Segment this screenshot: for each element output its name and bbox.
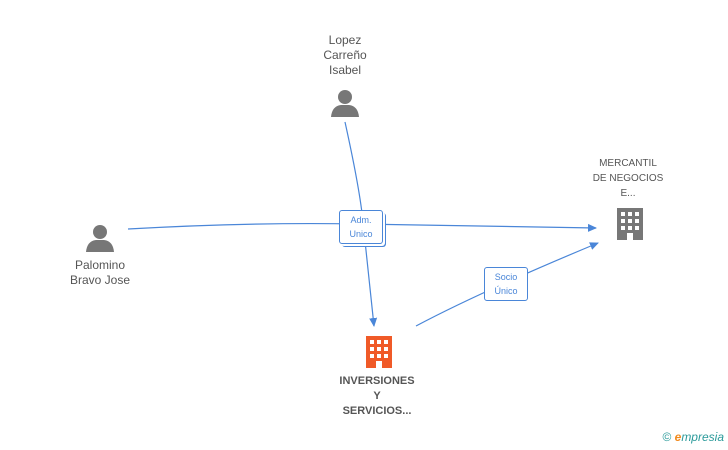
edge-label-socio-unico[interactable]: Socio Único: [484, 267, 528, 301]
building-icon[interactable]: [363, 335, 395, 374]
node-label-inversiones[interactable]: INVERSIONES Y SERVICIOS...: [339, 375, 415, 417]
building-icon[interactable]: [614, 207, 646, 246]
person-icon[interactable]: [330, 88, 360, 123]
brand-footer: © empresia: [662, 430, 724, 444]
node-label-lopez[interactable]: Lopez Carreño Isabel: [323, 33, 367, 77]
node-label-mercantil[interactable]: MERCANTIL DE NEGOCIOS E...: [592, 158, 664, 199]
brand-logo-initial: e: [674, 430, 682, 444]
person-icon[interactable]: [85, 223, 115, 258]
brand-logo-text: mpresia: [681, 430, 724, 444]
copyright-symbol: ©: [662, 430, 672, 444]
node-label-palomino[interactable]: Palomino Bravo Jose: [69, 258, 131, 287]
edge-label-adm-unico[interactable]: Adm. Unico: [339, 210, 383, 244]
